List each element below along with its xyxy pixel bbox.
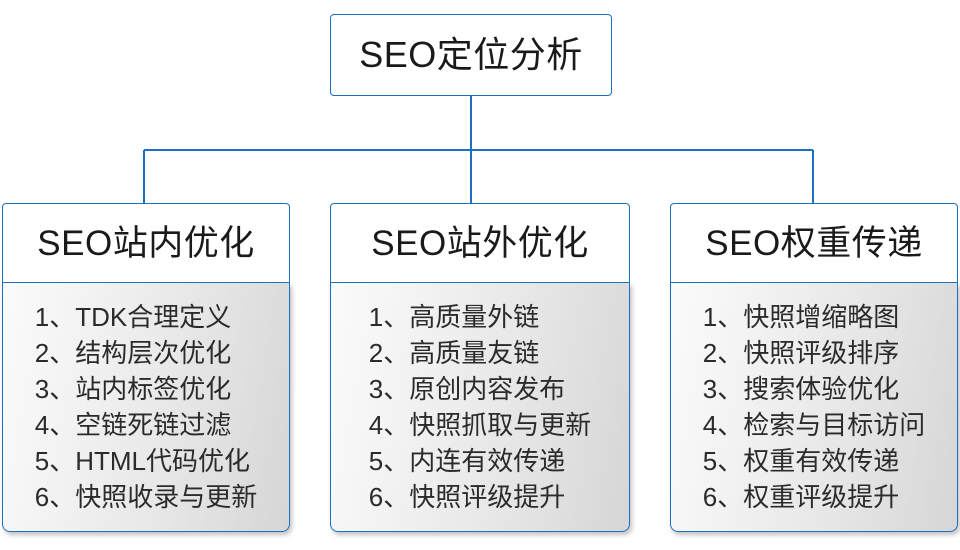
list-item: 6、快照收录与更新 (34, 482, 258, 512)
list-item: 5、HTML代码优化 (34, 446, 251, 476)
root-node: SEO定位分析 (330, 14, 612, 96)
branch-body-2: 1、高质量外链 2、高质量友链 3、原创内容发布 4、快照抓取与更新 5、内连有… (330, 283, 630, 532)
branch-item-list-3: 1、快照增缩略图 2、快照评级排序 3、搜索体验优化 4、检索与目标访问 5、权… (703, 299, 925, 515)
branch-body-3: 1、快照增缩略图 2、快照评级排序 3、搜索体验优化 4、检索与目标访问 5、权… (670, 283, 958, 532)
list-item: 4、快照抓取与更新 (368, 410, 592, 440)
list-item: 2、快照评级排序 (702, 338, 900, 368)
list-item: 3、搜索体验优化 (702, 374, 900, 404)
branch-title-1: SEO站内优化 (37, 223, 255, 263)
list-item: 3、站内标签优化 (34, 374, 232, 404)
root-node-label: SEO定位分析 (359, 34, 583, 75)
branch-column-1: SEO站内优化 1、TDK合理定义 2、结构层次优化 3、站内标签优化 4、空链… (2, 203, 290, 532)
list-item: 1、快照增缩略图 (702, 302, 900, 332)
list-item: 2、结构层次优化 (34, 338, 232, 368)
branch-header-3: SEO权重传递 (670, 203, 958, 283)
list-item: 5、内连有效传递 (368, 446, 566, 476)
list-item: 4、检索与目标访问 (702, 410, 926, 440)
list-item: 3、原创内容发布 (368, 374, 566, 404)
list-item: 6、快照评级提升 (368, 482, 566, 512)
list-item: 4、空链死链过滤 (34, 410, 232, 440)
list-item: 5、权重有效传递 (702, 446, 900, 476)
branch-title-2: SEO站外优化 (371, 223, 589, 263)
list-item: 1、高质量外链 (368, 302, 540, 332)
branch-item-list-2: 1、高质量外链 2、高质量友链 3、原创内容发布 4、快照抓取与更新 5、内连有… (369, 299, 591, 515)
branch-item-list-1: 1、TDK合理定义 2、结构层次优化 3、站内标签优化 4、空链死链过滤 5、H… (35, 299, 257, 515)
branch-body-1: 1、TDK合理定义 2、结构层次优化 3、站内标签优化 4、空链死链过滤 5、H… (2, 283, 290, 532)
list-item: 2、高质量友链 (368, 338, 540, 368)
branch-header-2: SEO站外优化 (330, 203, 630, 283)
branch-header-1: SEO站内优化 (2, 203, 290, 283)
list-item: 1、TDK合理定义 (34, 302, 232, 332)
branch-title-3: SEO权重传递 (705, 223, 923, 263)
list-item: 6、权重评级提升 (702, 482, 900, 512)
branch-column-2: SEO站外优化 1、高质量外链 2、高质量友链 3、原创内容发布 4、快照抓取与… (330, 203, 630, 532)
branch-column-3: SEO权重传递 1、快照增缩略图 2、快照评级排序 3、搜索体验优化 4、检索与… (670, 203, 958, 532)
